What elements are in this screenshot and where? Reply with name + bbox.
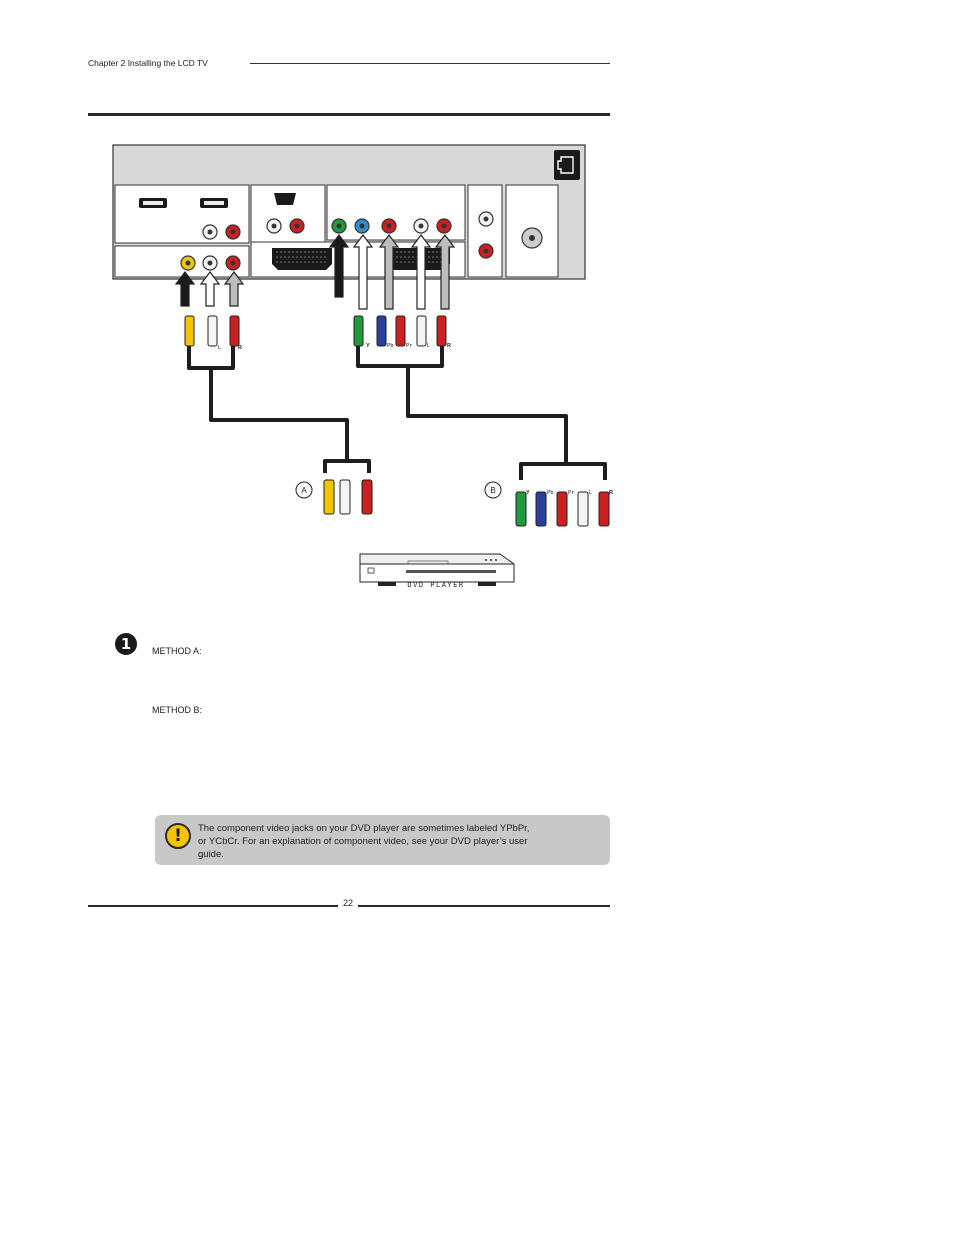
dvd-player-illustration bbox=[359, 553, 515, 586]
callout-a: A bbox=[301, 486, 307, 495]
player-plug-label-l: L bbox=[589, 490, 592, 496]
tv-plug-label-l2: L bbox=[427, 343, 430, 349]
player-plug-label-pb: Pb bbox=[547, 490, 554, 496]
tv-plug-label-l: L bbox=[218, 345, 221, 351]
dvd-player-label: DVD PLAYER bbox=[407, 581, 464, 589]
player-plug-label-r: R bbox=[609, 490, 613, 496]
component-jacks bbox=[331, 218, 452, 234]
callout-a-circle bbox=[295, 481, 313, 499]
method-b-label: METHOD B: bbox=[152, 705, 203, 715]
composite-arrows bbox=[174, 271, 245, 307]
vga-port bbox=[274, 193, 296, 205]
section-rule bbox=[88, 113, 610, 116]
player-plug-label-y: Y bbox=[526, 490, 530, 496]
cable-a bbox=[187, 346, 371, 473]
tv-plug-label-r2: R bbox=[447, 343, 451, 349]
method-a-label: METHOD A: bbox=[152, 646, 202, 656]
footer-rule-left bbox=[88, 905, 338, 907]
tv-plug-label-pr: Pr bbox=[406, 343, 413, 349]
composite-jacks bbox=[180, 255, 241, 271]
component-plugs-player bbox=[515, 491, 610, 527]
page-number: 22 bbox=[342, 898, 353, 908]
hdmi-port-2 bbox=[200, 198, 228, 208]
exclamation-icon: ! bbox=[165, 823, 191, 849]
footer-rule-right bbox=[358, 905, 610, 907]
tv-back-panel bbox=[112, 144, 586, 280]
composite-plugs-tv bbox=[184, 315, 240, 347]
note-text: The component video jacks on your DVD pl… bbox=[198, 823, 530, 860]
chapter-header: Chapter 2 Installing the LCD TV bbox=[88, 58, 208, 68]
antenna-jack bbox=[521, 227, 543, 249]
scart-port-1 bbox=[272, 248, 332, 270]
step-number: 1 bbox=[115, 633, 137, 655]
hdmi-port-1 bbox=[139, 198, 167, 208]
tv-plug-label-y: Y bbox=[366, 343, 370, 349]
tv-plug-label-pb: Pb bbox=[387, 343, 394, 349]
player-plug-label-pr: Pr bbox=[568, 490, 575, 496]
note-box bbox=[155, 815, 610, 865]
connection-diagram: L R Y Pb Pr L R A B Y Pb Pr bbox=[112, 144, 613, 589]
component-plugs-tv bbox=[353, 315, 447, 347]
component-arrows bbox=[328, 234, 456, 310]
cable-b bbox=[356, 346, 607, 480]
composite-plugs-player bbox=[323, 479, 373, 515]
callout-b-circle bbox=[484, 481, 502, 499]
tv-plug-label-r: R bbox=[238, 345, 242, 351]
header-rule bbox=[250, 63, 610, 64]
callout-b: B bbox=[490, 486, 495, 495]
